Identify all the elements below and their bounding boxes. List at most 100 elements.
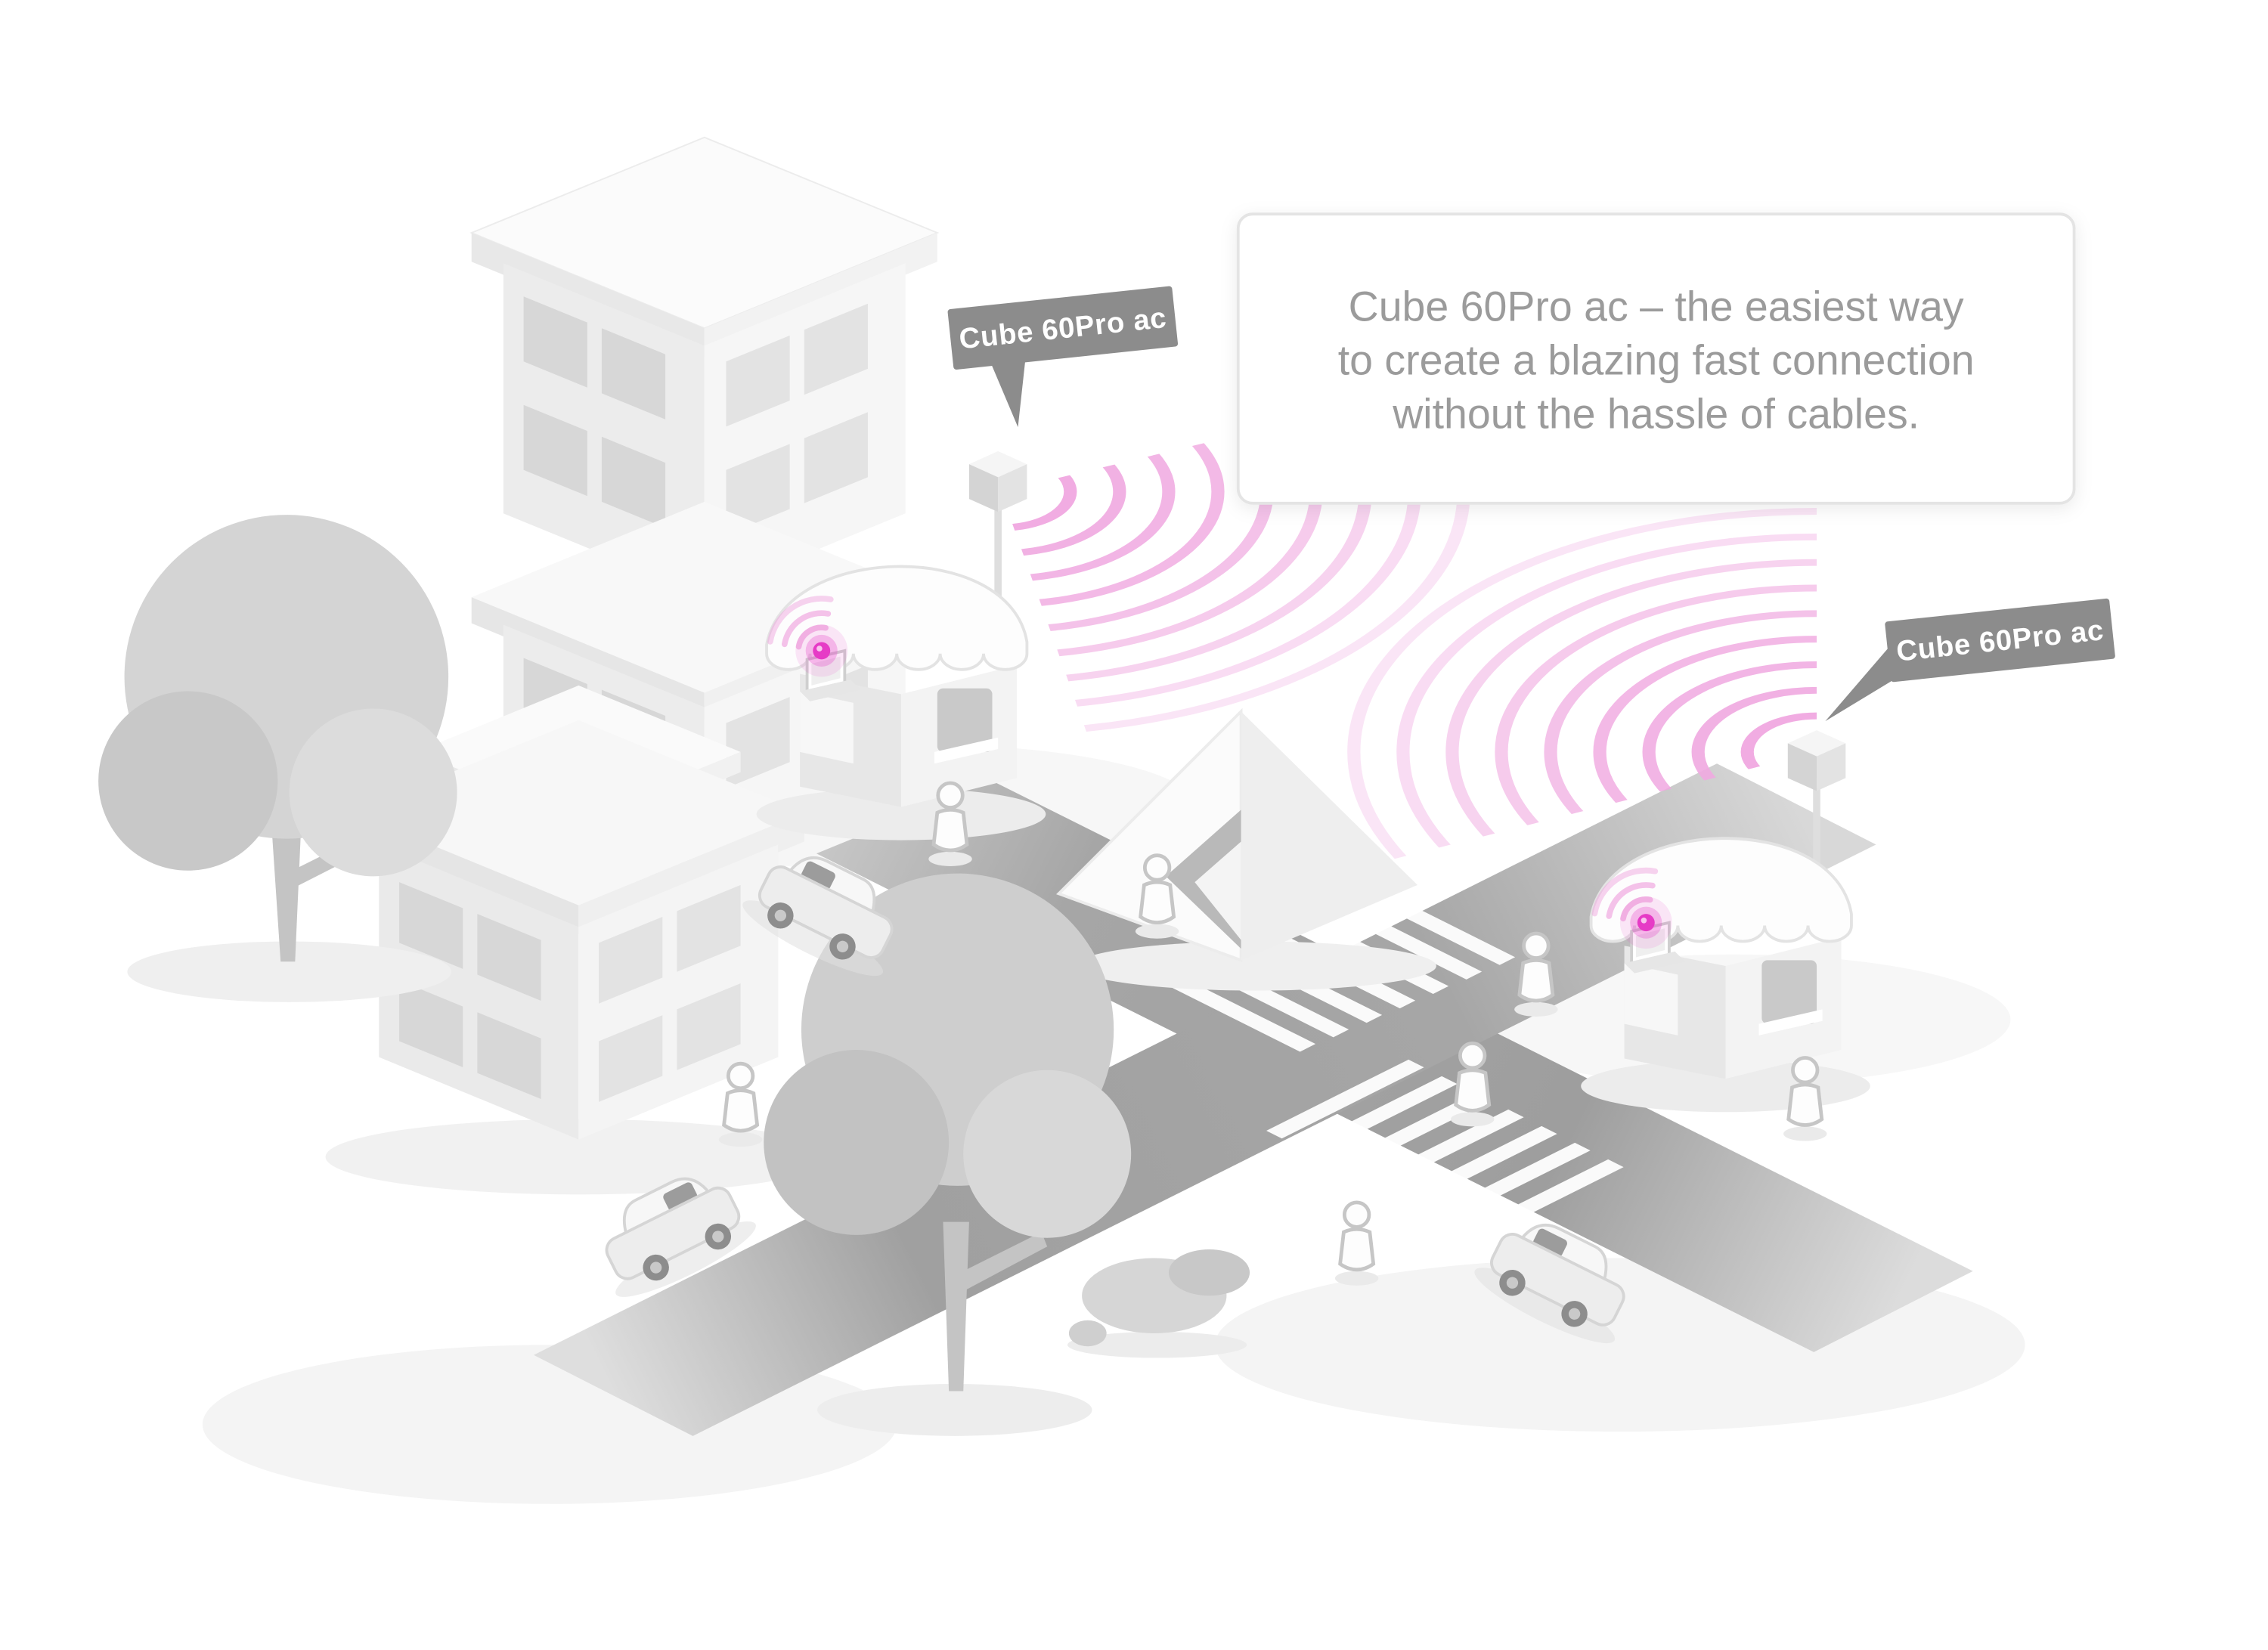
device-label-right: Cube 60Pro ac: [1825, 598, 2115, 722]
road-cross: [534, 763, 1876, 1436]
cube-device-left: [968, 450, 1027, 512]
info-box-text-line-1: Cube 60Pro ac – the easiest way: [1349, 283, 1964, 330]
kiosk-sill: [1758, 1009, 1823, 1036]
wifi-arc: [1591, 867, 1659, 917]
signal-dot-highlight: [816, 645, 823, 652]
windows-upper: [523, 296, 868, 535]
tree-shadow: [817, 1383, 1092, 1436]
wifi-arc: [781, 610, 832, 648]
info-box-panel: [1236, 212, 2076, 505]
signal-arc: [1000, 401, 1176, 583]
window: [804, 412, 868, 503]
wifi-arcs-left: [767, 596, 834, 650]
signal-arc: [1642, 661, 1817, 843]
pole: [994, 509, 1002, 642]
windows: [399, 882, 741, 1102]
crosswalk-stripe: [1157, 973, 1316, 1052]
pole: [1813, 788, 1820, 926]
window: [726, 697, 790, 788]
window: [677, 884, 741, 972]
window: [804, 303, 868, 395]
info-box: Cube 60Pro ac – the easiest way to creat…: [1236, 212, 2076, 505]
rock: [1068, 1320, 1107, 1347]
tree-trunk: [271, 831, 301, 962]
streetlight-pole-right: [1787, 730, 1846, 926]
signal-fan-right: [1347, 508, 1817, 868]
laptop-right: [1624, 921, 1685, 974]
signal-arc: [1544, 610, 1817, 868]
window: [399, 980, 463, 1067]
window: [677, 983, 741, 1070]
wifi-arc: [1606, 882, 1656, 919]
window: [477, 914, 541, 1001]
building-shadow: [325, 1119, 832, 1195]
signal-dot-left: [795, 624, 848, 677]
signal-dot-right: [1619, 896, 1672, 949]
signal-arc: [1396, 533, 1817, 868]
window: [399, 882, 463, 969]
window: [523, 404, 587, 497]
crosswalk-lower: [1266, 1059, 1624, 1239]
laptop-base: [800, 680, 861, 701]
window: [601, 328, 666, 419]
apartment-building-low: [325, 685, 832, 1195]
crosswalk-stripe: [1466, 1159, 1624, 1239]
wifi-arc: [795, 624, 829, 650]
signal-arc: [1000, 426, 1126, 557]
window: [477, 1012, 541, 1100]
device-label-left: Cube 60Pro ac: [947, 286, 1179, 428]
tree-trunk: [943, 1221, 969, 1392]
kiosk-counter: [1624, 963, 1678, 1036]
signal-arc: [1740, 712, 1817, 792]
tree-foliage: [98, 691, 278, 871]
crosswalk-stripe: [1433, 1142, 1591, 1222]
info-box-text-line-3: without the hassle of cables.: [1392, 390, 1919, 437]
wifi-arc: [1620, 896, 1653, 922]
signal-arc: [1495, 584, 1817, 868]
signal-arc: [1593, 636, 1817, 868]
signal-arc: [1000, 452, 1077, 531]
kiosk-left: [756, 565, 1046, 840]
crosswalk-stripe: [1333, 1092, 1491, 1172]
rock: [1168, 1249, 1250, 1296]
signal-dot-highlight: [1641, 917, 1647, 924]
tree-branch: [954, 1232, 1048, 1293]
streetlight-pole-left: [968, 450, 1027, 642]
signal-dot: [1637, 914, 1655, 932]
rock-shadow: [1067, 1332, 1247, 1358]
laptop-screen-inner: [1635, 928, 1665, 958]
laptop-base: [1624, 951, 1685, 974]
tree-large-center: [764, 873, 1132, 1436]
window: [599, 916, 663, 1004]
tree-shadow: [127, 941, 451, 1002]
roof-slab-top: [352, 720, 804, 905]
signal-arc: [1000, 375, 1225, 608]
signal-arc: [1445, 559, 1817, 868]
signal-dot: [813, 642, 831, 660]
tent-right-face: [1241, 711, 1418, 961]
market-tent: [1056, 707, 1436, 991]
cube-left-face: [1787, 743, 1817, 791]
laptop-screen-inner: [811, 656, 841, 686]
label-box: [947, 286, 1179, 370]
signal-arc: [1691, 686, 1817, 817]
window: [599, 1015, 663, 1102]
cube-right-face: [998, 464, 1027, 512]
kiosk-counter: [800, 691, 854, 764]
kiosk-right: [1581, 837, 1870, 1113]
tent-shadow: [1074, 941, 1436, 991]
label-box: [1885, 598, 2115, 683]
cube-left-face: [968, 464, 999, 512]
signal-arc: [1347, 508, 1817, 868]
crosswalk-stripe: [1366, 1109, 1524, 1189]
label-pointer: [1825, 644, 1895, 722]
window: [726, 444, 790, 535]
rocks: [1067, 1249, 1250, 1358]
tree-foliage: [963, 1070, 1132, 1238]
tree-foliage: [289, 708, 457, 877]
window: [601, 436, 666, 528]
kiosk-window: [937, 688, 993, 752]
kiosk-sill: [934, 737, 999, 764]
crosswalk-stripe: [1266, 1059, 1424, 1139]
